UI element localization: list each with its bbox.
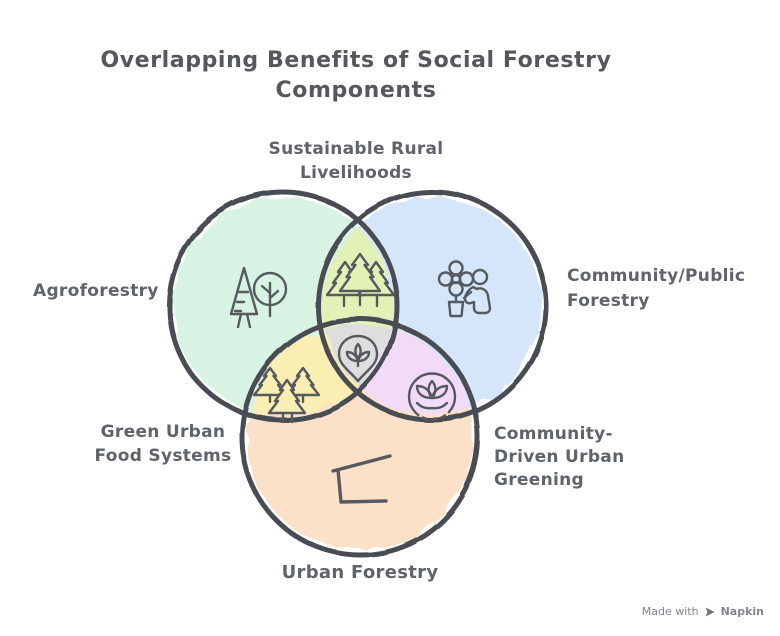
lotus-leaf-right	[430, 384, 449, 400]
small-pine-trunks	[268, 393, 305, 404]
unfinished-building-icon	[331, 454, 392, 504]
watermark-brand: Napkin	[720, 605, 764, 618]
pin-leaf-right	[356, 350, 371, 363]
potted-flower-and-person-icon	[437, 260, 492, 318]
person-arm	[462, 290, 473, 300]
flower-pot	[447, 300, 465, 318]
region-left-overlap-fill	[247, 324, 392, 415]
building-lines	[331, 454, 392, 504]
region-right-overlap-fill	[323, 324, 473, 415]
forest-trees-icon	[325, 252, 396, 308]
lotus-circle-dashed	[413, 410, 451, 421]
label-urban-forestry: Urban Forestry	[281, 562, 439, 583]
fir-trunks	[342, 291, 379, 308]
lotus-base-leaves	[415, 401, 449, 410]
pine-and-broadleaf-tree-icon	[229, 266, 288, 329]
person-head	[471, 268, 489, 286]
flower-center	[450, 273, 462, 285]
pin-leaf-left	[345, 350, 360, 363]
page-title: Overlapping Benefits of Social Forestry …	[100, 48, 612, 103]
watermark-prefix: Made with	[641, 605, 699, 618]
label-community-public-forestry: Community/Public Forestry	[567, 266, 746, 311]
pine-outline	[229, 266, 259, 316]
pin-outline	[337, 334, 379, 383]
person-body	[463, 285, 492, 315]
small-pines-icon	[252, 366, 321, 424]
napkin-logo-icon	[705, 607, 715, 616]
lotus-leaf-left	[415, 384, 434, 400]
lotus-circle-solid	[407, 372, 457, 414]
venn-fills	[174, 197, 541, 550]
napkin-watermark[interactable]: Made with Napkin	[642, 605, 764, 618]
pine-trunk	[236, 312, 252, 329]
label-agroforestry: Agroforestry	[33, 281, 159, 301]
label-community-driven-urban-greening: Community- Driven Urban Greening	[494, 424, 625, 490]
leaf-pin-icon	[337, 334, 379, 383]
urban-forestry-circle-outline	[239, 316, 481, 558]
label-sustainable-rural-livelihoods: Sustainable Rural Livelihoods	[268, 139, 444, 183]
label-green-urban-food-systems: Green Urban Food Systems	[94, 422, 232, 466]
lotus-circle-icon	[407, 372, 457, 421]
icons	[229, 252, 492, 504]
pine-branches	[233, 290, 250, 313]
center-pine-legs	[281, 411, 294, 424]
small-pine-center	[267, 378, 307, 415]
broadleaf-trunk	[260, 281, 280, 318]
fir-center	[338, 252, 382, 293]
